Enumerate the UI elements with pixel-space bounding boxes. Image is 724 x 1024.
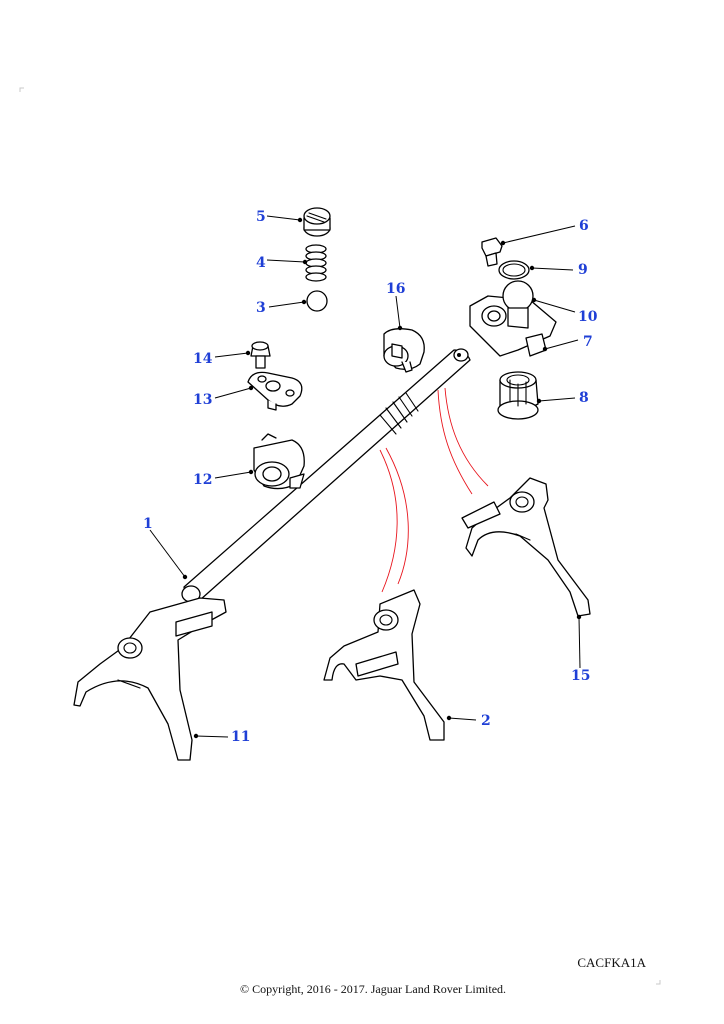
leader-lines xyxy=(149,215,582,739)
callout-12: 12 xyxy=(193,472,212,488)
callout-4: 4 xyxy=(256,255,266,271)
part-5-plug xyxy=(303,207,331,237)
part-16-sleeve xyxy=(383,328,425,373)
callout-15: 15 xyxy=(571,668,590,684)
part-3-ball xyxy=(306,290,328,312)
callout-13: 13 xyxy=(193,392,212,408)
callout-5: 5 xyxy=(256,209,266,225)
part-9-o-ring xyxy=(498,260,530,280)
callout-7: 7 xyxy=(583,334,593,350)
callout-16: 16 xyxy=(386,281,405,297)
part-13-plate xyxy=(247,371,303,411)
part-11-selector-fork xyxy=(73,597,227,761)
callout-6: 6 xyxy=(579,218,589,234)
diagram-reference-code: CACFKA1A xyxy=(577,955,646,970)
corner-mark-bottom-right xyxy=(656,980,661,985)
part-1-selector-shaft xyxy=(181,348,471,603)
part-12-clamp xyxy=(253,433,305,490)
part-6-bolt xyxy=(481,237,503,267)
callout-11: 11 xyxy=(231,729,250,745)
callout-1: 1 xyxy=(143,516,153,532)
part-14-bolt xyxy=(250,341,271,369)
corner-mark-top-left xyxy=(19,87,24,92)
callout-labels: 1 2 3 4 5 6 7 8 9 10 11 12 13 14 15 16 xyxy=(143,209,598,745)
copyright-notice: © Copyright, 2016 - 2017. Jaguar Land Ro… xyxy=(239,982,507,996)
part-15-selector-fork xyxy=(461,477,591,617)
part-8-bushing xyxy=(497,371,539,420)
callout-14: 14 xyxy=(193,351,213,367)
linkage-lines xyxy=(379,387,489,593)
callout-8: 8 xyxy=(579,390,589,406)
part-4-spring xyxy=(305,244,327,282)
part-2-selector-fork xyxy=(323,589,445,741)
callout-3: 3 xyxy=(256,300,266,316)
callout-2: 2 xyxy=(481,713,491,729)
part-10-7-housing xyxy=(469,280,557,357)
callout-9: 9 xyxy=(578,262,588,278)
callout-10: 10 xyxy=(578,309,598,325)
